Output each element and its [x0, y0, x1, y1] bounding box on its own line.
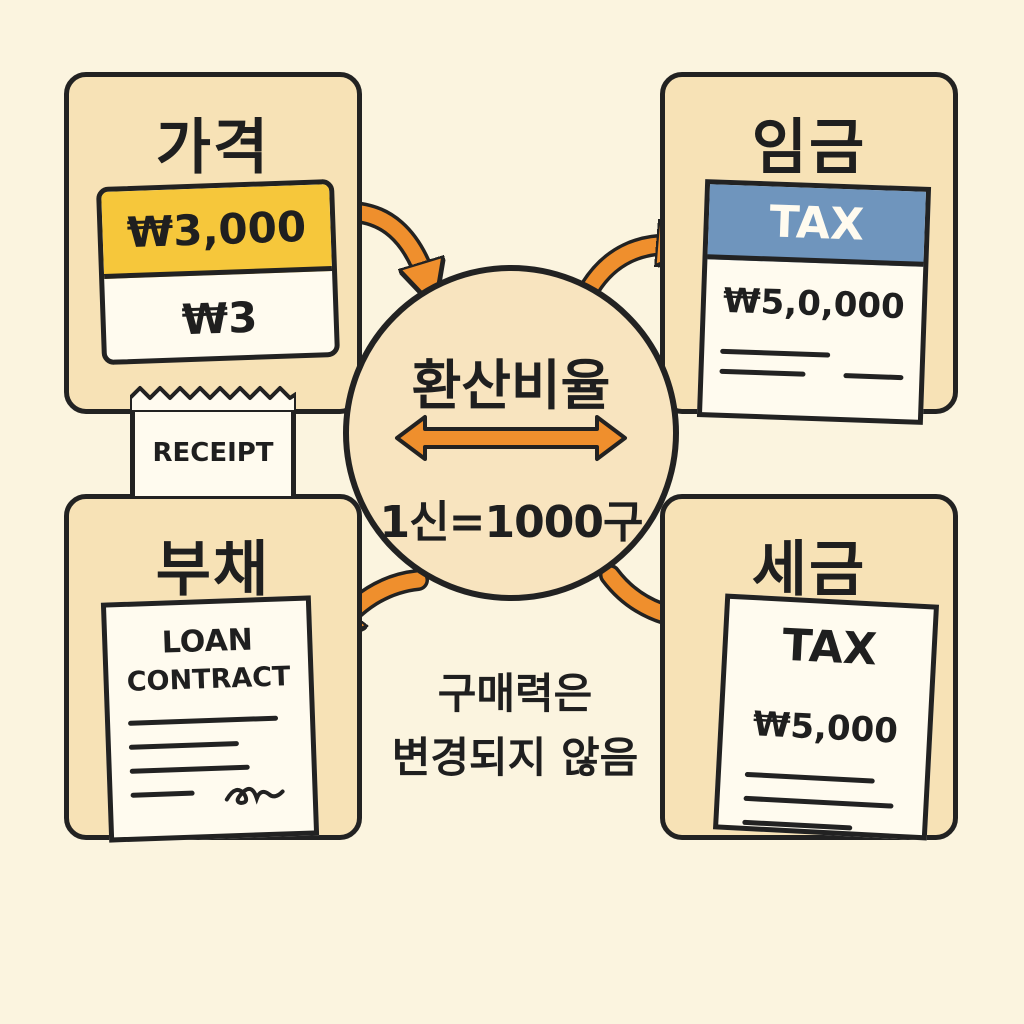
- signature-icon: [224, 786, 285, 805]
- tax-amount: ₩5,000: [751, 704, 899, 752]
- price-title: 가격: [155, 113, 271, 183]
- price-tag: ₩3,000 ₩3: [95, 178, 341, 366]
- receipt-torn-edge: [130, 386, 296, 412]
- debt-title: 부채: [155, 535, 271, 605]
- wage-card: 임금 TAX ₩5,0,000: [660, 72, 958, 425]
- loan-contract: LOAN CONTRACT: [100, 595, 320, 843]
- tax-title: 세금: [751, 535, 867, 605]
- payslip-header: TAX: [707, 184, 926, 267]
- purchasing-power-note: 구매력은 변경되지 않음: [370, 662, 660, 790]
- receipt-label: RECEIPT: [152, 438, 274, 468]
- note-line2: 변경되지 않음: [391, 733, 639, 782]
- price-card: 가격 ₩3,000 ₩3: [64, 72, 362, 414]
- tax-document: TAX ₩5,000: [712, 593, 940, 841]
- note-line1: 구매력은: [437, 669, 593, 718]
- double-arrow-icon: [395, 415, 627, 461]
- loan-line2: CONTRACT: [126, 661, 291, 698]
- conversion-rate-circle: 환산비율 1신=1000구: [343, 265, 679, 601]
- conversion-title: 환산비율: [411, 354, 611, 417]
- payslip: TAX ₩5,0,000: [696, 179, 932, 425]
- new-price: ₩3: [180, 292, 259, 344]
- wage-title: 임금: [751, 113, 867, 183]
- tax-card: 세금 TAX ₩5,000: [660, 494, 958, 841]
- tax-header: TAX: [781, 619, 879, 676]
- payslip-amount: ₩5,0,000: [722, 280, 906, 328]
- receipt-icon: RECEIPT: [130, 386, 296, 496]
- conversion-rate: 1신=1000구: [379, 497, 644, 548]
- loan-line1: LOAN: [161, 622, 254, 661]
- debt-card: 부채 LOAN CONTRACT: [64, 494, 362, 843]
- old-price: ₩3,000: [101, 184, 333, 279]
